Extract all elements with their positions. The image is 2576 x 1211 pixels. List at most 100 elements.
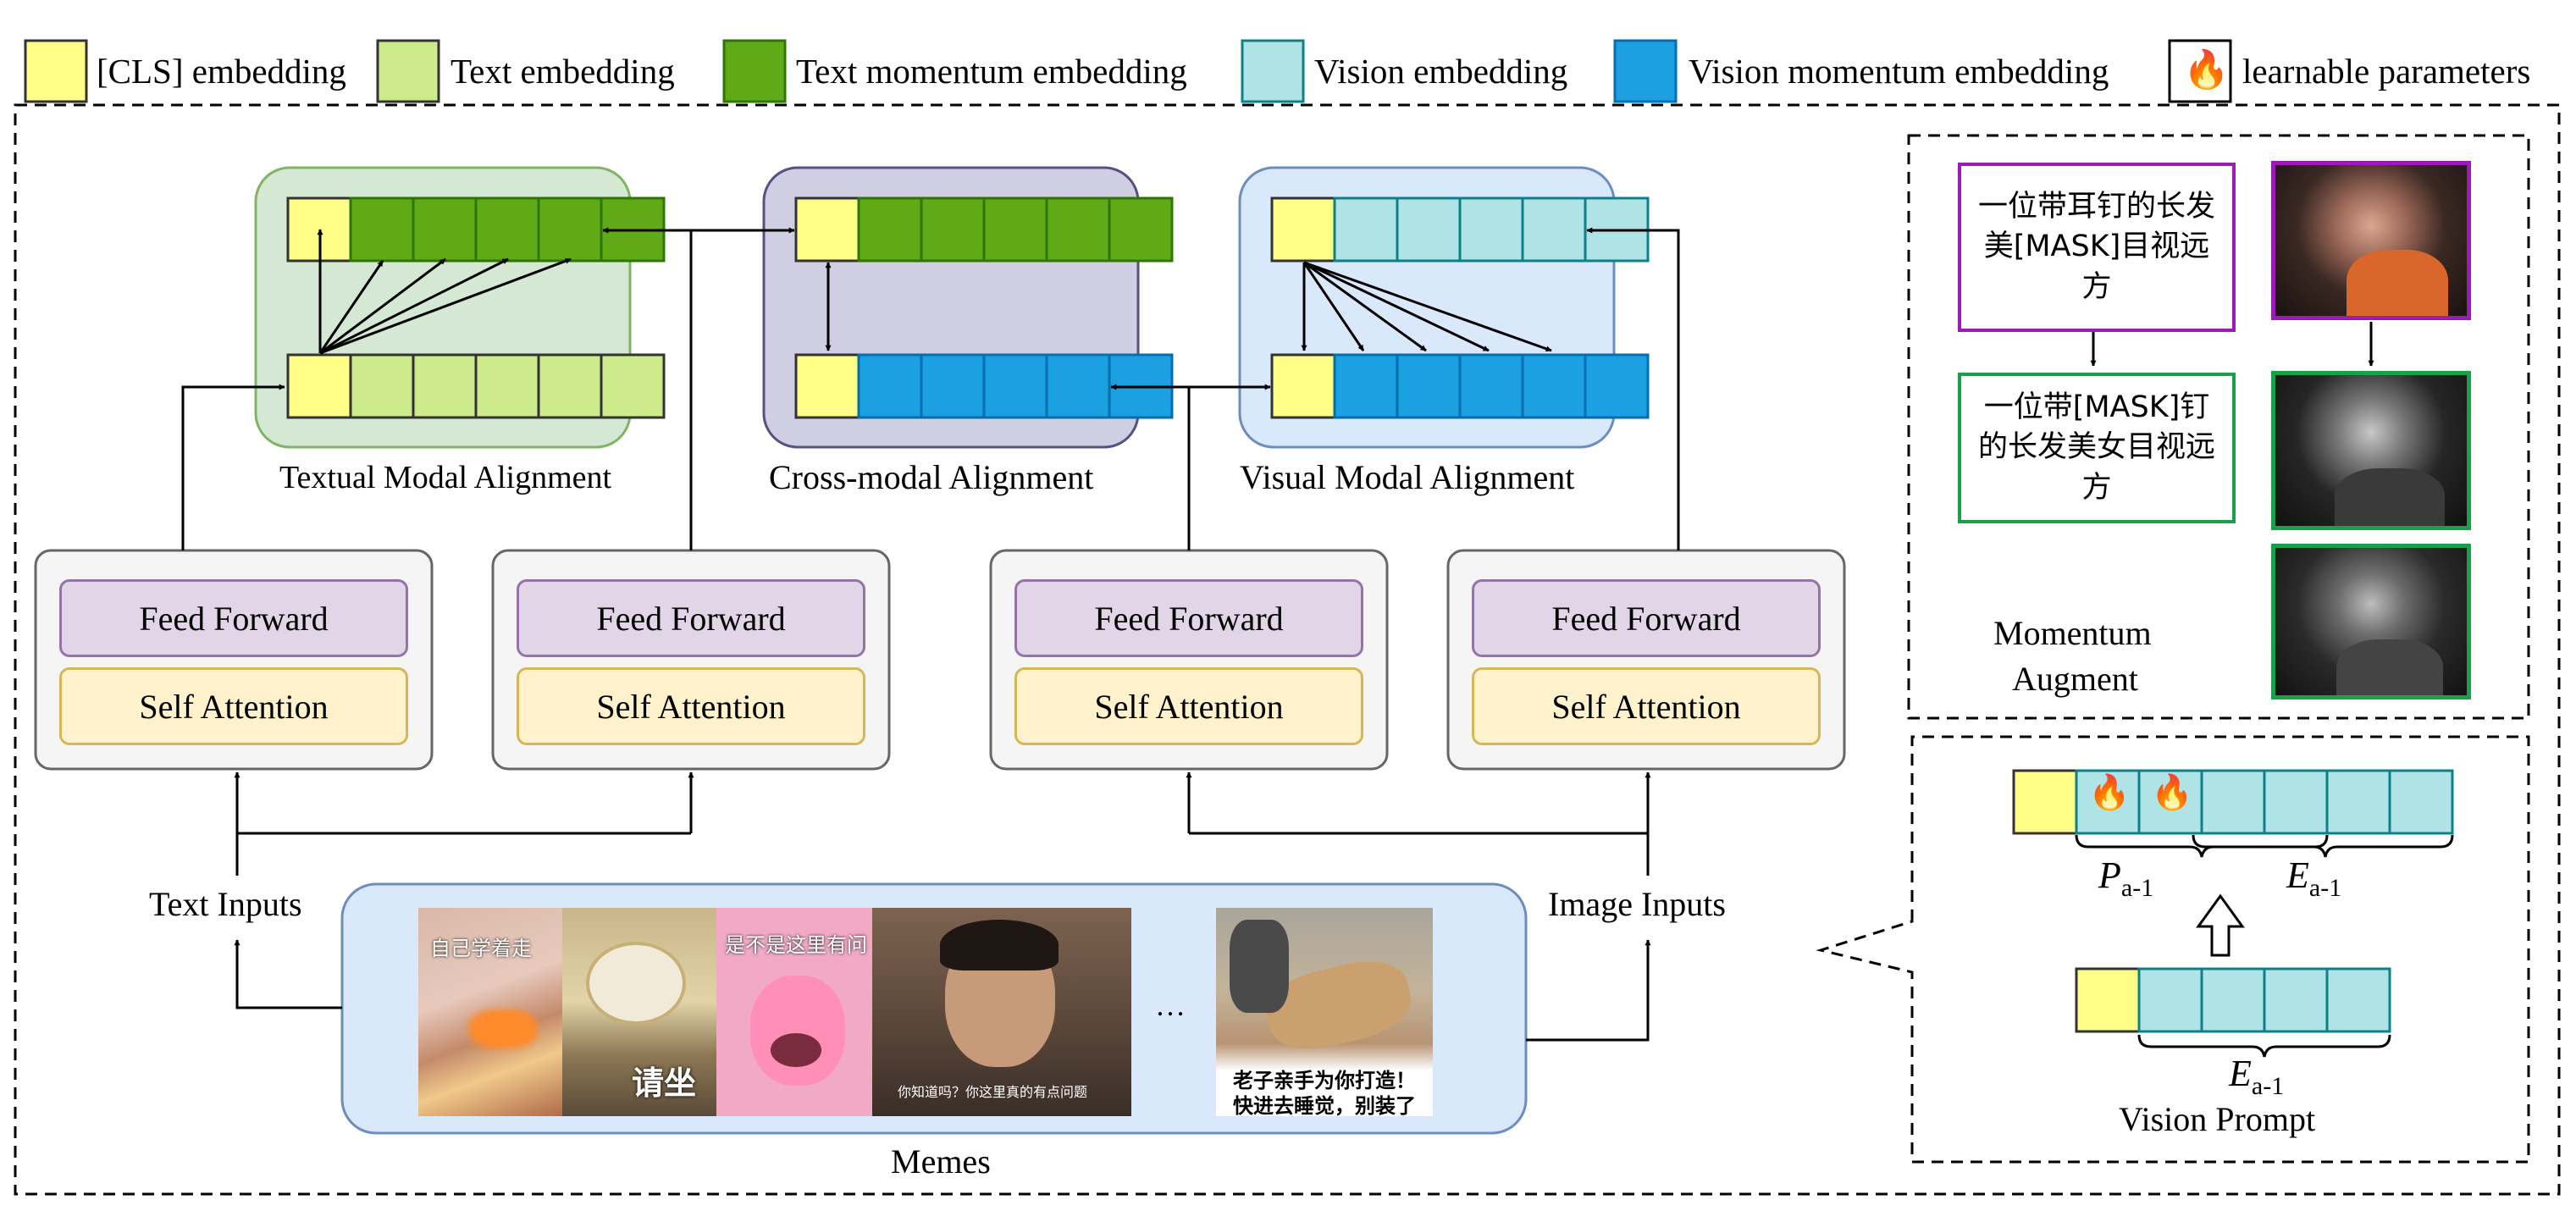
textual-text-row-cls-token — [286, 353, 352, 419]
memes-ellipsis: … — [1155, 988, 1186, 1022]
visual-vision-momentum-row-token — [1333, 353, 1399, 419]
arrow-text-encoder-out — [181, 384, 285, 550]
brace-e-bottom — [2137, 1034, 2391, 1058]
meme-thumbnail-4: 你知道吗？你这里真的有点问题 — [872, 908, 1131, 1116]
textual-text-row-token — [600, 353, 666, 419]
legend-swatch-vision-momentum — [1613, 39, 1678, 103]
augmented-image-1 — [2271, 371, 2471, 530]
legend-label-text-momentum: Text momentum embedding — [796, 52, 1187, 91]
meme-thumbnail-2: 请坐 — [562, 908, 716, 1116]
arrow-visual-fan-4 — [1303, 261, 1490, 352]
visual-vision-momentum-row-token — [1396, 353, 1462, 419]
momentum-augment-label-line1: Momentum — [1993, 614, 2152, 652]
textual-momentum-row-token — [349, 196, 415, 263]
vision-momentum-encoder-feed-forward: Feed Forward — [1472, 579, 1821, 657]
meme-caption-1: 自己学着走 — [430, 937, 532, 960]
cross-text-momentum-row-token — [982, 196, 1048, 263]
text-inputs-label: Text Inputs — [149, 885, 302, 923]
line-image-inputs-trunk — [1189, 832, 1650, 876]
original-image — [2271, 161, 2471, 320]
visual-vision-momentum-row-token — [1521, 353, 1587, 419]
e-label-top: Ea-1 — [2286, 854, 2342, 902]
cross-vision-momentum-row-token — [857, 353, 923, 419]
text-momentum-encoder-feed-forward: Feed Forward — [517, 579, 865, 657]
original-text-box: 一位带耳钉的长发美[MASK]目视远方 — [1958, 163, 2236, 332]
visual-vision-momentum-row-cls-token — [1270, 353, 1336, 419]
textual-momentum-row-token — [537, 196, 603, 263]
vision-prompt-bottom-row-cls-token — [2075, 967, 2141, 1033]
text-encoder-feed-forward: Feed Forward — [59, 579, 408, 657]
line-text-inputs-trunk — [235, 832, 691, 876]
arrow-textual-fan-3 — [319, 257, 446, 355]
outer-frame — [14, 103, 2561, 1196]
e-label-bottom: Ea-1 — [2229, 1053, 2285, 1100]
arrow-memes-to-image — [1526, 939, 1651, 1042]
arrow-textual-fan-4 — [319, 257, 509, 355]
augmented-text-box: 一位带[MASK]钉的长发美女目视远方 — [1958, 373, 2236, 523]
vision-prompt-top-row-token — [2263, 769, 2329, 835]
legend-label-learnable: learnable parameters — [2242, 52, 2531, 91]
vision-prompt-top-row-token — [2075, 769, 2141, 835]
momentum-augment-box — [1907, 134, 2530, 720]
arrow-textual-fan-2 — [318, 260, 384, 354]
legend-label-text: Text embedding — [451, 52, 675, 91]
textual-text-row-token — [349, 353, 415, 419]
legend-swatch-learnable — [2168, 39, 2232, 103]
vision-momentum-encoder-self-attention: Self Attention — [1472, 667, 1821, 745]
arrow-visual-fan-3 — [1303, 261, 1427, 352]
legend-swatch-text — [376, 39, 440, 103]
token-rows — [286, 196, 2454, 1033]
vision-encoder-self-attention: Self Attention — [1014, 667, 1363, 745]
text-encoder-self-attention: Self Attention — [59, 667, 408, 745]
meme-thumbnail-1: 自己学着走 — [418, 908, 562, 1116]
visual-vision-momentum-row-token — [1584, 353, 1650, 419]
vision-prompt-top-row-cls-token — [2012, 769, 2078, 835]
arrow-memes-to-text — [234, 939, 342, 1009]
legend-swatch-vision — [1241, 39, 1305, 103]
vision-prompt-bottom-row-token — [2263, 967, 2329, 1033]
vision-prompt-callout — [1816, 735, 2530, 1164]
arrow-visual-fan-2 — [1302, 262, 1365, 351]
cross-text-momentum-row-token — [1045, 196, 1111, 263]
meme-caption-2: 请坐 — [632, 1064, 697, 1102]
vision-prompt-up-arrow — [2196, 893, 2245, 957]
fire-icon: 🔥 — [2088, 773, 2131, 812]
p-label: Pa-1 — [2098, 854, 2154, 902]
visual-vision-row-token — [1521, 196, 1587, 263]
textual-alignment-label: Textual Modal Alignment — [279, 460, 612, 495]
cross-vision-momentum-row-token — [1045, 353, 1111, 419]
vision-prompt-bottom-row-token — [2325, 967, 2391, 1033]
textual-text-row-token — [474, 353, 540, 419]
meme-caption-3: 是不是这里有问 — [725, 933, 867, 957]
fire-icon: 🔥 — [2183, 48, 2230, 91]
vision-prompt-top-row-token — [2137, 769, 2203, 835]
cross-text-momentum-row-token — [920, 196, 986, 263]
legend-swatch-text-momentum — [722, 39, 787, 103]
legend-swatch-cls — [24, 39, 88, 103]
vision-prompt-top-row-token — [2325, 769, 2391, 835]
meme-thumbnail-5: 老子亲手为你打造！ 快进去睡觉，别装了 — [1216, 908, 1433, 1116]
vision-prompt-label: Vision Prompt — [2119, 1100, 2316, 1138]
legend-label-cls: [CLS] embedding — [97, 52, 346, 91]
text-momentum-encoder-self-attention: Self Attention — [517, 667, 865, 745]
visual-vision-row-token — [1333, 196, 1399, 263]
textual-text-row-token — [537, 353, 603, 419]
visual-vision-row-token — [1458, 196, 1524, 263]
visual-vision-row-cls-token — [1270, 196, 1336, 263]
memes-label: Memes — [891, 1142, 991, 1181]
vision-prompt-top-row-token — [2200, 769, 2266, 835]
vision-encoder-feed-forward: Feed Forward — [1014, 579, 1363, 657]
fire-icon: 🔥 — [2151, 773, 2193, 812]
cross-vision-momentum-row-token — [982, 353, 1048, 419]
textual-momentum-row-token — [474, 196, 540, 263]
momentum-augment-label-line2: Augment — [2012, 660, 2138, 698]
textual-momentum-row-token — [412, 196, 478, 263]
meme-thumbnail-3: 是不是这里有问 — [716, 908, 872, 1116]
vision-prompt-bottom-row-token — [2200, 967, 2266, 1033]
visual-vision-row-token — [1396, 196, 1462, 263]
cross-text-momentum-row-cls-token — [794, 196, 860, 263]
textual-text-row-token — [412, 353, 478, 419]
vision-prompt-bottom-row-token — [2137, 967, 2203, 1033]
vision-prompt-top-row-token — [2388, 769, 2454, 835]
